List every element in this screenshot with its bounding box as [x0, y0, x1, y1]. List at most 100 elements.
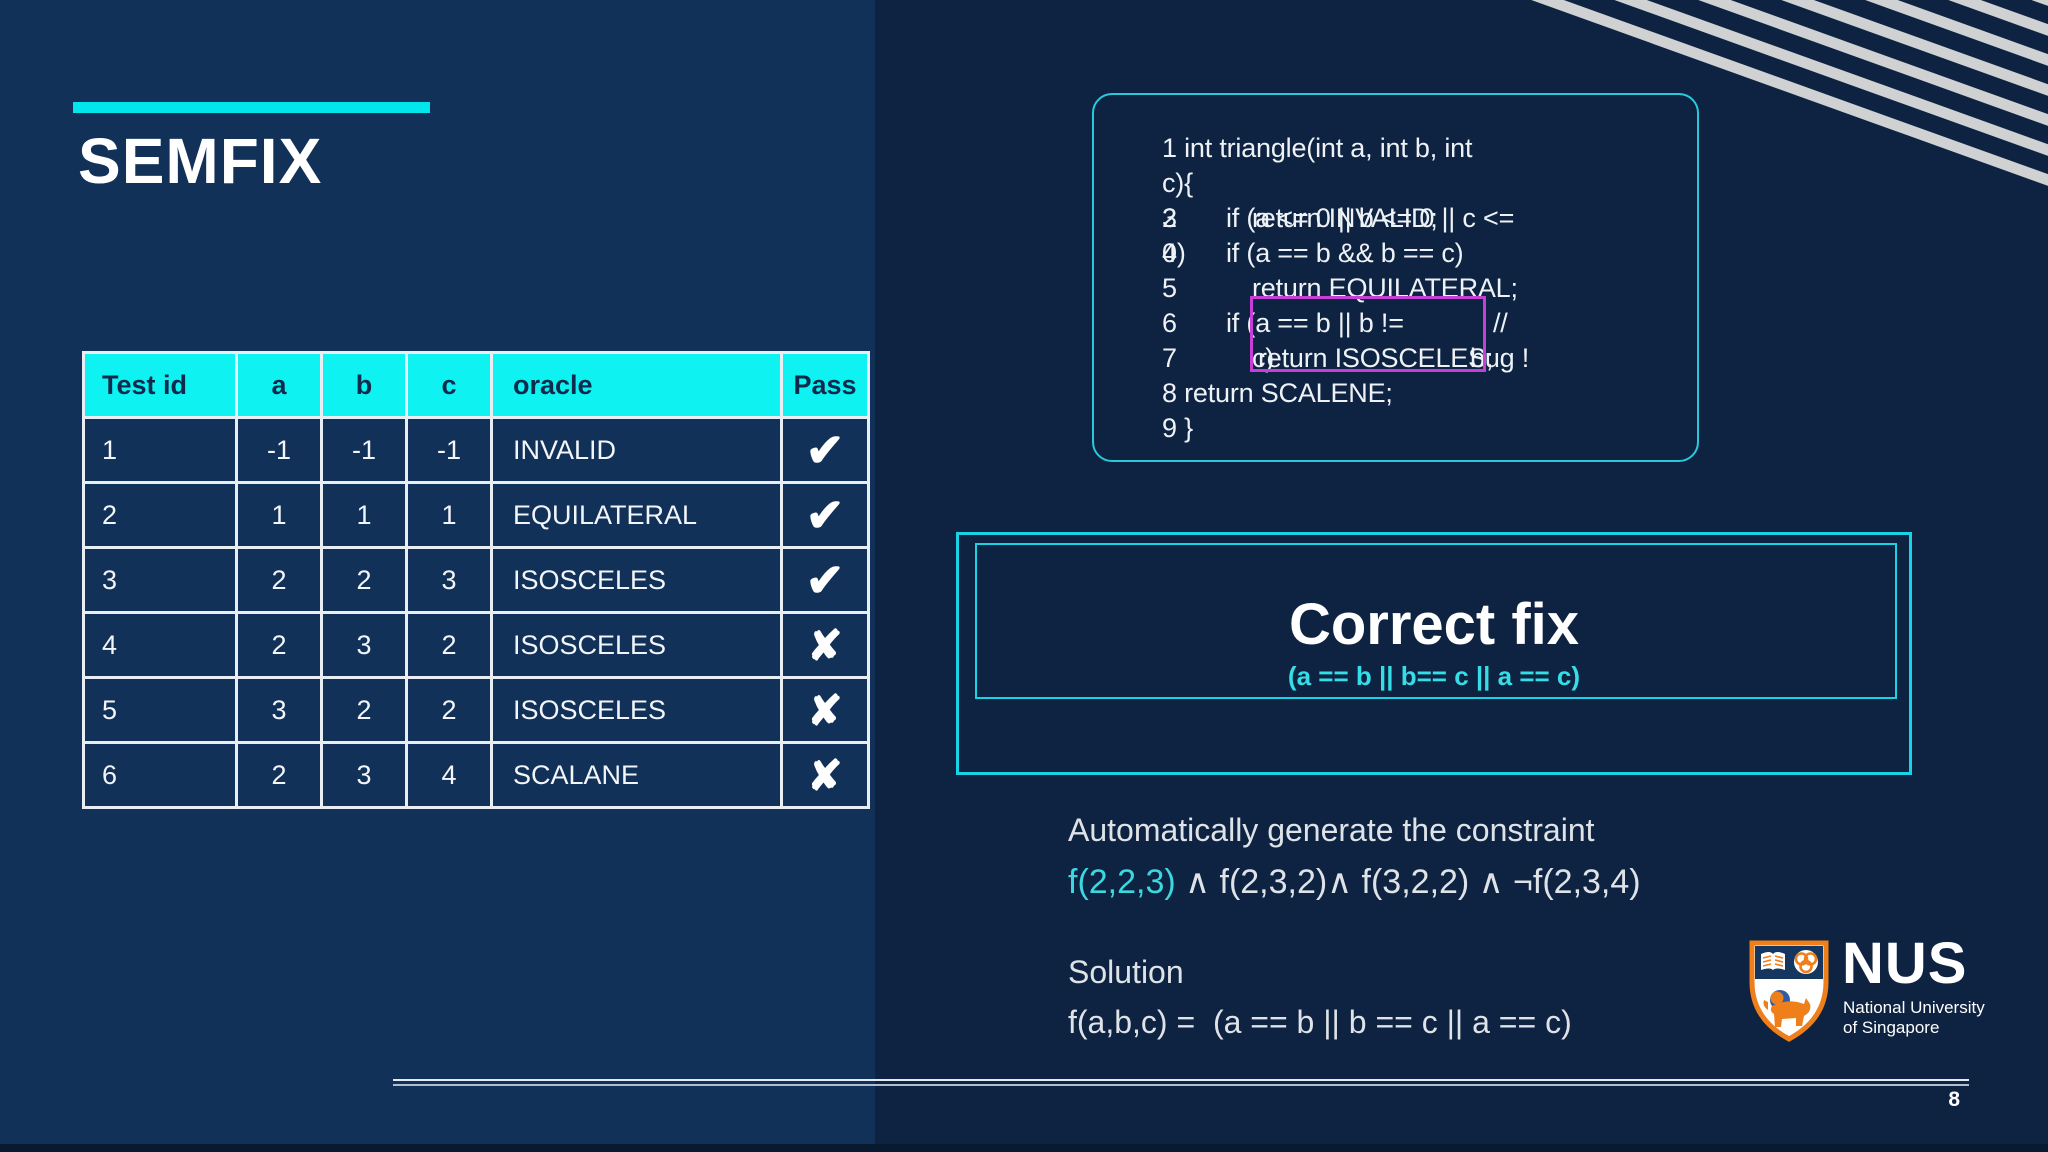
code-fragment: // — [1493, 308, 1508, 338]
correct-fix-title: Correct fix — [1288, 592, 1580, 657]
column-header-test-id: Test id — [82, 351, 238, 419]
nus-shield-icon — [1749, 940, 1829, 1042]
code-fragment: return ISOSCELES; — [1258, 343, 1494, 373]
check-icon: ✔ — [805, 489, 845, 541]
column-header-b: b — [320, 351, 408, 419]
cell-test-id: 1 — [82, 416, 238, 484]
correct-fix-expression: (a == b || b== c || a == c) — [1287, 661, 1581, 691]
code-fragment: 7 — [1162, 343, 1177, 373]
cell-c: 2 — [405, 611, 493, 679]
nus-logo-subtitle-1: National University — [1843, 998, 1985, 1017]
cell-c: -1 — [405, 416, 493, 484]
correct-fix-box: Correct fix (a == b || b== c || a == c) — [956, 532, 1912, 775]
cell-b: 2 — [320, 676, 408, 744]
page-title: SEMFIX — [78, 125, 323, 197]
cell-b: 3 — [320, 741, 408, 809]
cell-pass: ✔ — [780, 416, 870, 484]
cell-c: 4 — [405, 741, 493, 809]
footer-rule-bottom — [393, 1084, 1969, 1086]
cell-test-id: 2 — [82, 481, 238, 549]
footer-rule-top — [393, 1079, 1969, 1081]
solution-formula: f(a,b,c) = (a == b || b == c || a == c) — [1068, 1004, 1572, 1040]
code-fragment: 2 — [1162, 203, 1177, 233]
code-box: 1 int triangle(int a, int b, int c){ 2 if (… — [1092, 93, 1699, 462]
cell-b: -1 — [320, 416, 408, 484]
cell-c: 3 — [405, 546, 493, 614]
cell-oracle: ISOSCELES — [490, 676, 783, 744]
cell-a: 2 — [235, 546, 323, 614]
solution-heading: Solution — [1068, 954, 1184, 990]
code-fragment: return INVALID; — [1252, 203, 1438, 233]
cell-test-id: 4 — [82, 611, 238, 679]
cell-test-id: 6 — [82, 741, 238, 809]
column-header-a: a — [235, 351, 323, 419]
column-header-pass: Pass — [780, 351, 870, 419]
constraint-heading: Automatically generate the constraint — [1068, 812, 1595, 848]
cell-c: 1 — [405, 481, 493, 549]
nus-logo-text: NUS — [1842, 931, 1968, 996]
cell-pass: ✔ — [780, 546, 870, 614]
code-fragment: 1 int triangle(int a, int b, int — [1162, 133, 1473, 163]
cell-pass: ✘ — [780, 676, 870, 744]
cell-b: 2 — [320, 546, 408, 614]
code-fragment: if (a <= 0 || b <= 0 || c <= — [1226, 203, 1515, 233]
cell-pass: ✘ — [780, 741, 870, 809]
constraint-formula-rest: ∧ f(2,3,2)∧ f(3,2,2) ∧ ¬f(2,3,4) — [1175, 863, 1641, 901]
code-fragment: 4 — [1162, 238, 1177, 268]
code-fragment: 3 — [1162, 203, 1177, 233]
code-fragment: 6 — [1162, 308, 1177, 338]
cell-b: 3 — [320, 611, 408, 679]
cell-a: 3 — [235, 676, 323, 744]
code-fragment: if (a == b && b == c) — [1226, 238, 1464, 268]
code-fragment: 0) — [1162, 238, 1186, 268]
cell-pass: ✔ — [780, 481, 870, 549]
cell-a: -1 — [235, 416, 323, 484]
diagonal-stripes-decoration — [1531, 0, 2048, 186]
cell-a: 2 — [235, 741, 323, 809]
check-icon: ✔ — [805, 554, 845, 606]
cell-test-id: 3 — [82, 546, 238, 614]
constraint-formula: f(2,2,3) ∧ f(2,3,2)∧ f(3,2,2) ∧ ¬f(2,3,4… — [1068, 862, 1641, 902]
cell-a: 1 — [235, 481, 323, 549]
code-fragment: c) — [1252, 343, 1275, 373]
code-fragment: 5 — [1162, 273, 1177, 303]
cell-oracle: SCALANE — [490, 741, 783, 809]
constraint-formula-highlight: f(2,2,3) — [1068, 863, 1176, 901]
code-fragment: 9 } — [1162, 413, 1193, 443]
bottom-edge-band — [0, 1144, 2048, 1152]
correct-fix-inner-box — [975, 543, 1897, 699]
code-fragment: c){ — [1162, 168, 1193, 198]
cell-b: 1 — [320, 481, 408, 549]
cell-oracle: EQUILATERAL — [490, 481, 783, 549]
nus-logo: NUS National University of Singapore — [1748, 931, 1998, 1048]
cell-oracle: INVALID — [490, 416, 783, 484]
cross-icon: ✘ — [807, 751, 843, 799]
check-icon: ✔ — [805, 424, 845, 476]
code-fragment: bug ! — [1470, 343, 1530, 373]
code-fragment: 8 return SCALENE; — [1162, 378, 1393, 408]
nus-logo-subtitle-2: of Singapore — [1843, 1018, 1940, 1037]
cross-icon: ✘ — [807, 621, 843, 669]
cell-oracle: ISOSCELES — [490, 546, 783, 614]
page-number: 8 — [1948, 1088, 1960, 1111]
cross-icon: ✘ — [807, 686, 843, 734]
bug-highlight-rect — [1250, 296, 1486, 372]
title-accent-bar — [73, 102, 430, 113]
cell-oracle: ISOSCELES — [490, 611, 783, 679]
column-header-oracle: oracle — [490, 351, 783, 419]
cell-pass: ✘ — [780, 611, 870, 679]
column-header-c: c — [405, 351, 493, 419]
cell-test-id: 5 — [82, 676, 238, 744]
cell-c: 2 — [405, 676, 493, 744]
